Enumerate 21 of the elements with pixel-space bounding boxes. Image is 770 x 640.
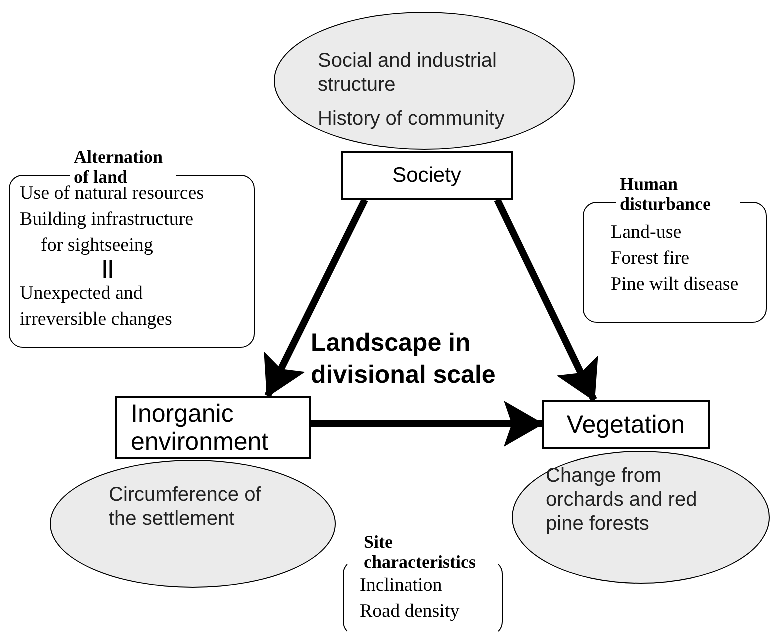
ellipse-text: Change from orchards and red pine forests: [546, 464, 698, 536]
diagram-label: Landscape in divisional scale: [311, 328, 497, 391]
list-item: Road density: [360, 600, 461, 624]
node-label: Vegetation: [566, 410, 686, 438]
node-label: Inorganic environment: [131, 400, 270, 456]
list-item: Inclination: [360, 574, 444, 598]
ellipse-text: Social and industrial structure: [318, 49, 498, 97]
ellipse-text: Circumference of the settlement: [109, 483, 262, 531]
ellipse-text: History of community: [318, 107, 506, 131]
list-item: Forest fire: [611, 247, 691, 271]
arrow: [264, 198, 368, 398]
arrow: [494, 198, 598, 402]
label-box: [542, 400, 710, 449]
node-label: Society: [392, 164, 462, 188]
list-item: Land-use: [611, 221, 683, 245]
label-box: [341, 151, 513, 200]
arrow: [311, 400, 544, 447]
list-item: Building infrastructure for sightseeing: [20, 208, 195, 258]
label-box: [115, 396, 311, 459]
list-item: Unexpected and irreversible changes: [20, 282, 174, 332]
list-item: Pine wilt disease: [611, 273, 740, 297]
